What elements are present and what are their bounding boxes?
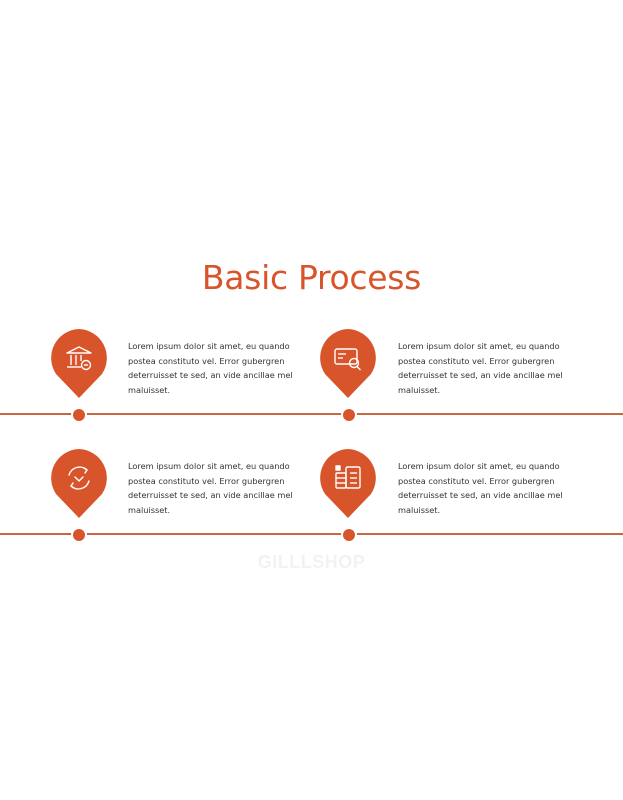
step-2-description: Lorem ipsum dolor sit amet, eu quando po… <box>398 341 563 395</box>
document-list-icon <box>335 465 361 489</box>
page-title: Basic Process <box>201 258 422 297</box>
timeline-line-top <box>0 413 623 415</box>
step-4-description: Lorem ipsum dolor sit amet, eu quando po… <box>398 461 563 515</box>
step-1-description: Lorem ipsum dolor sit amet, eu quando po… <box>128 341 293 395</box>
watermark: GILLLSHOP <box>257 552 366 572</box>
credit-card-search-icon <box>334 348 361 371</box>
bank-icon <box>66 346 92 371</box>
step-4-pin <box>319 449 377 519</box>
step-1-node <box>71 407 87 423</box>
step-2-node <box>341 407 357 423</box>
cycle-arrows-icon <box>68 466 90 490</box>
timeline-line-bottom <box>0 533 623 535</box>
step-3-node <box>71 527 87 543</box>
step-3-pin <box>50 449 108 519</box>
step-4-node <box>341 527 357 543</box>
step-3-description: Lorem ipsum dolor sit amet, eu quando po… <box>128 461 293 515</box>
step-2-pin <box>319 329 377 399</box>
step-1-pin <box>50 329 108 399</box>
